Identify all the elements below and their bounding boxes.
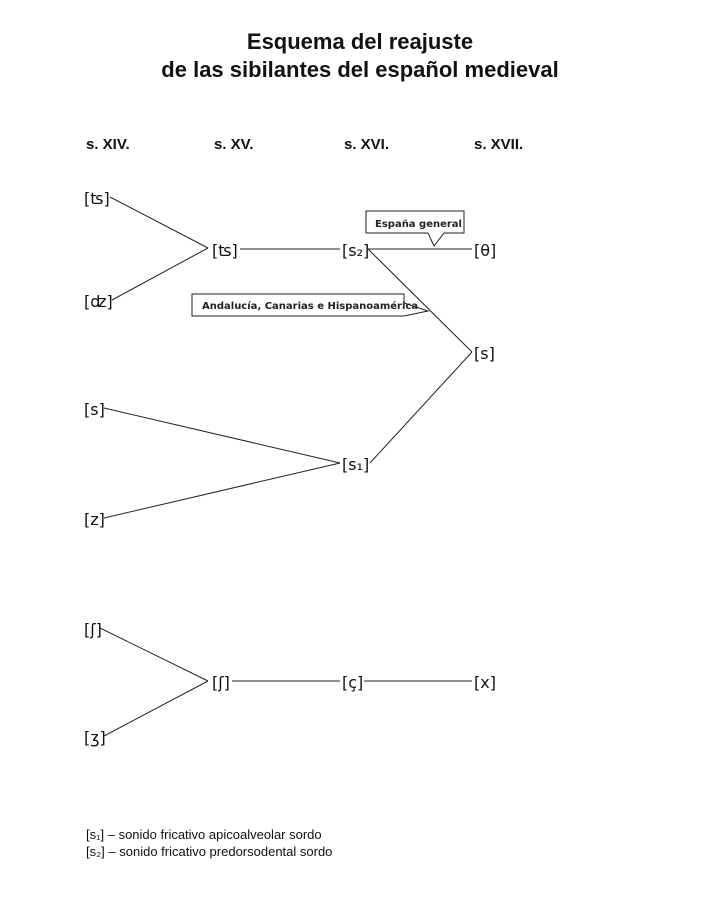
- node-theta-xvii: [θ]: [474, 241, 496, 260]
- callout-andalucia-text: Andalucía, Canarias e Hispanoamérica: [202, 300, 418, 312]
- line-zh-xiv-to-sh-xv: [103, 680, 209, 737]
- legend-item-s2: [s₂] – sonido fricativo predorsodental s…: [86, 843, 332, 860]
- diagram-title: Esquema del reajuste de las sibilantes d…: [0, 28, 720, 84]
- legend-s1-symbol: [s₁]: [86, 827, 105, 842]
- line-z-xiv-to-s1: [103, 462, 341, 519]
- century-xiv-label: s. XIV.: [86, 136, 130, 153]
- node-s1-xvi: [s₁]: [342, 455, 369, 474]
- callout-espana-bubble: [365, 210, 465, 247]
- node-dz-xiv: [ʣ]: [84, 292, 113, 311]
- line-s2-to-s-xvii: [367, 248, 473, 353]
- century-xv-label: s. XV.: [214, 136, 254, 153]
- node-s2-xvi: [s₂]: [342, 241, 369, 260]
- connector-lines: [99, 196, 473, 737]
- century-xvii-label: s. XVII.: [474, 136, 524, 153]
- node-sh-xiv: [ʃ]: [84, 620, 102, 639]
- node-c-xvi: [ç]: [342, 673, 363, 692]
- line-dz-xiv-to-ts-xv: [111, 247, 209, 301]
- callout-andalucia-bubble: [191, 293, 430, 317]
- node-x-xvii: [x]: [474, 673, 496, 692]
- line-ts-xiv-to-ts-xv: [109, 196, 209, 249]
- line-s1-to-s-xvii: [369, 351, 473, 464]
- legend-s2-symbol: [s₂]: [86, 844, 105, 859]
- legend-s1-text: – sonido fricativo apicoalveolar sordo: [104, 827, 322, 842]
- title-line-2: de las sibilantes del español medieval: [161, 57, 559, 82]
- century-xvi-label: s. XVI.: [344, 136, 390, 153]
- callout-espana-general: España general: [365, 210, 465, 247]
- node-z-xiv: [z]: [84, 510, 105, 529]
- callout-andalucia: Andalucía, Canarias e Hispanoamérica: [191, 293, 430, 317]
- node-s-xvii: [s]: [474, 344, 495, 363]
- line-sh-xiv-to-sh-xv: [99, 627, 209, 682]
- node-ts-xiv: [ʦ]: [84, 189, 110, 208]
- title-line-1: Esquema del reajuste: [246, 29, 474, 54]
- node-s-xiv: [s]: [84, 400, 105, 419]
- line-s-xiv-to-s1: [103, 407, 341, 464]
- legend: [s₁] – sonido fricativo apicoalveolar so…: [86, 826, 332, 860]
- node-sh-xv: [ʃ]: [212, 673, 230, 692]
- legend-s2-text: – sonido fricativo predorsodental sordo: [104, 844, 333, 859]
- node-zh-xiv: [ʒ]: [84, 728, 106, 747]
- callout-espana-text: España general: [375, 219, 462, 230]
- node-ts-xv: [ʦ]: [212, 241, 238, 260]
- legend-item-s1: [s₁] – sonido fricativo apicoalveolar so…: [86, 826, 332, 843]
